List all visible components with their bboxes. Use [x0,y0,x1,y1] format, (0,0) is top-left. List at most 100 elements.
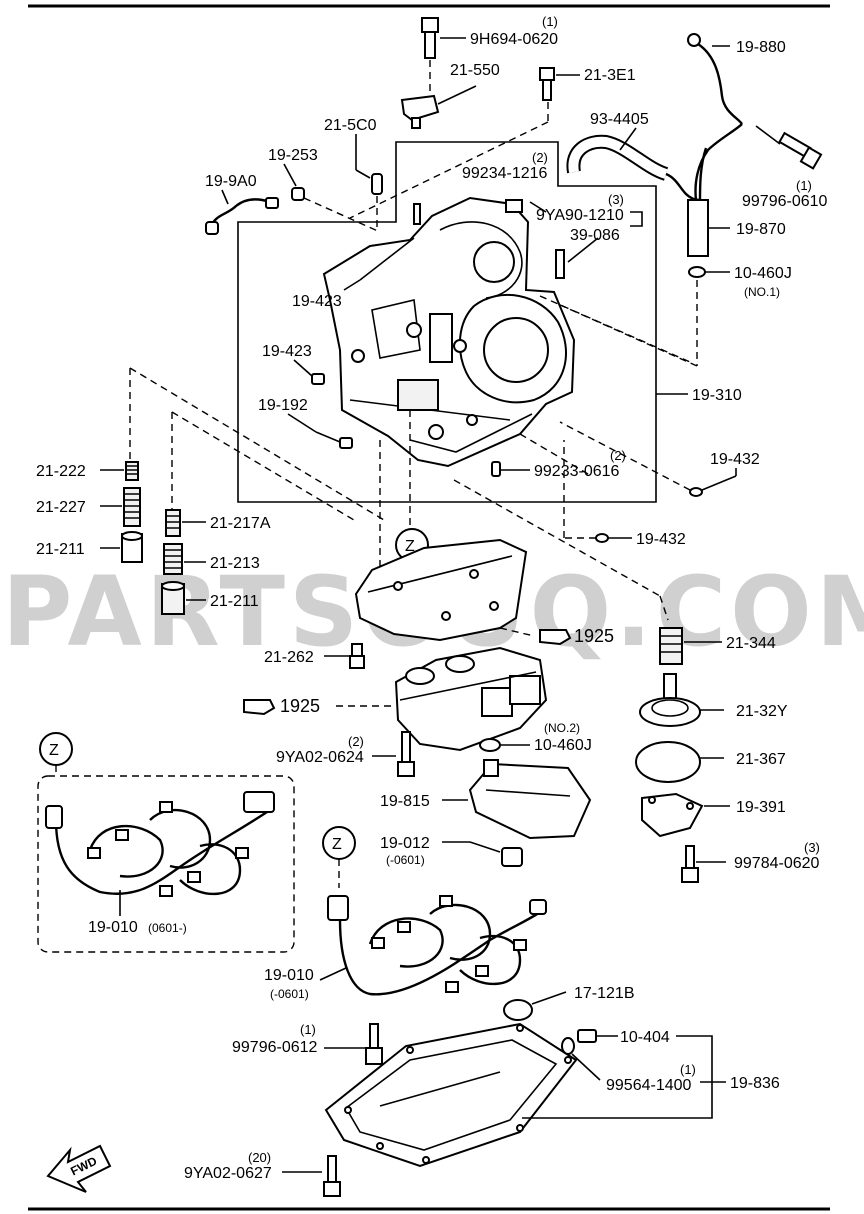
bolt-9ya02-0627-icon [323,1155,341,1197]
bolt-21-262-icon [349,643,365,669]
bolt-9ya02-0624-icon [397,731,415,777]
label-part: 9H694-0620 [470,31,558,48]
label-part: 99796-0610 [742,193,828,210]
label-part: 19-432 [636,531,686,548]
pin-21-5c0-icon [371,173,383,195]
cover-19-391-icon [641,792,704,838]
label-part: 21-344 [726,635,776,652]
label-part: 19-423 [292,293,342,310]
dipstick-19-880-icon [687,33,743,201]
label-part: 99564-1400 [606,1077,692,1094]
label-qty: (2) [348,734,364,749]
label-part: 21-3E1 [584,67,636,84]
label-part: 21-227 [36,499,86,516]
harness-box-0601 [37,775,295,953]
tube-19-870-icon [687,199,709,257]
drain-plug-10-404-icon [577,1029,597,1043]
label-part: 19-870 [736,221,786,238]
label-part: 19-815 [380,793,430,810]
label-part: 19-391 [736,799,786,816]
label-part: 19-836 [730,1075,780,1092]
pin-99233-0616-icon [491,461,501,477]
separator-plate-icon [354,538,528,642]
oring-10-460j-icon [688,266,706,278]
label-part: 19-9A0 [205,173,257,190]
grommet-17-121b-icon [503,999,533,1021]
label-qty: (1) [300,1022,316,1037]
oring-10-460j-no2-icon [479,738,501,752]
label-part: 19-012 [380,835,430,852]
plug-19-192-icon [339,437,353,449]
label-note: (0601-) [148,921,187,935]
label-part: 21-222 [36,463,86,480]
sleeve-21-211-b-icon [161,581,185,615]
label-qty: (1) [680,1062,696,1077]
harness-19-010-b-icon [327,895,547,996]
fwd-arrow-icon [46,1144,112,1193]
sensor-wire-19-9a0-icon [205,197,279,235]
label-part: 19-010 [88,919,138,936]
label-note: (NO.2) [544,721,580,735]
bolt-99796-0612-icon [365,1023,383,1065]
z-label-a: Z [405,538,415,555]
spring-21-222-icon [125,461,139,481]
label-qty: (2) [610,448,626,463]
label-qty: (20) [248,1150,271,1165]
label-note: (-0601) [270,987,309,1001]
label-part: 9YA02-0627 [184,1165,272,1182]
connector-19-012-icon [501,847,523,867]
label-part: 21-213 [210,555,260,572]
label-part: 10-460J [734,265,792,282]
spring-21-227-icon [123,487,141,527]
label-part: 21-550 [450,62,500,79]
washer-99564-1400-icon [561,1037,575,1055]
spring-21-213-icon [163,543,183,575]
bolt-9h694-icon [421,17,439,59]
label-note: (NO.1) [744,285,780,299]
label-qty: (2) [532,150,548,165]
bolt-21-3e1-icon [539,67,555,101]
label-part: 99233-0616 [534,463,620,480]
plug-19-253-icon [291,187,305,201]
label-part: 9YA02-0624 [276,749,364,766]
housing-frame [237,141,657,503]
label-part: 99234-1216 [462,165,548,182]
label-part: 9YA90-1210 [536,207,624,224]
label-part: 21-262 [264,649,314,666]
label-note: (-0601) [386,853,425,867]
label-part: 99784-0620 [734,855,820,872]
label-part: 19-880 [736,39,786,56]
label-part: 17-121B [574,985,635,1002]
plug-19-423-icon [311,373,325,385]
label-part: 21-5C0 [324,117,377,134]
label-part: 19-010 [264,967,314,984]
label-part: 21-211 [36,541,85,558]
label-part: 93-4405 [590,111,649,128]
label-part: 19-253 [268,147,318,164]
label-part: 21-217A [210,515,271,532]
pointing-hand-icon-2 [243,699,276,716]
label-part: 10-460J [534,737,592,754]
oring-19-432-a-icon [689,487,703,497]
z-label-c: Z [332,836,342,853]
label-part: 99796-0612 [232,1039,318,1056]
label-qty: (3) [608,192,624,207]
label-part: 21-367 [736,751,786,768]
bolt-99784-0620-icon [681,845,699,883]
label-qty: (3) [804,840,820,855]
label-part: 1925 [280,696,320,716]
label-part: 19-432 [710,451,760,468]
label-part: 1925 [574,626,614,646]
label-qty: (1) [796,178,812,193]
spring-21-217a-icon [165,509,181,537]
label-part: 19-423 [262,343,312,360]
oil-pan-19-836-icon [324,1022,578,1168]
harness-19-010-a-icon [45,791,275,897]
sensor-21-550-icon [400,94,440,129]
sleeve-21-211-a-icon [121,531,143,563]
label-part: 10-404 [620,1029,670,1046]
label-part: 19-192 [258,397,308,414]
hose-93-4405-icon [566,134,669,181]
label-part: 21-211 [210,593,259,610]
